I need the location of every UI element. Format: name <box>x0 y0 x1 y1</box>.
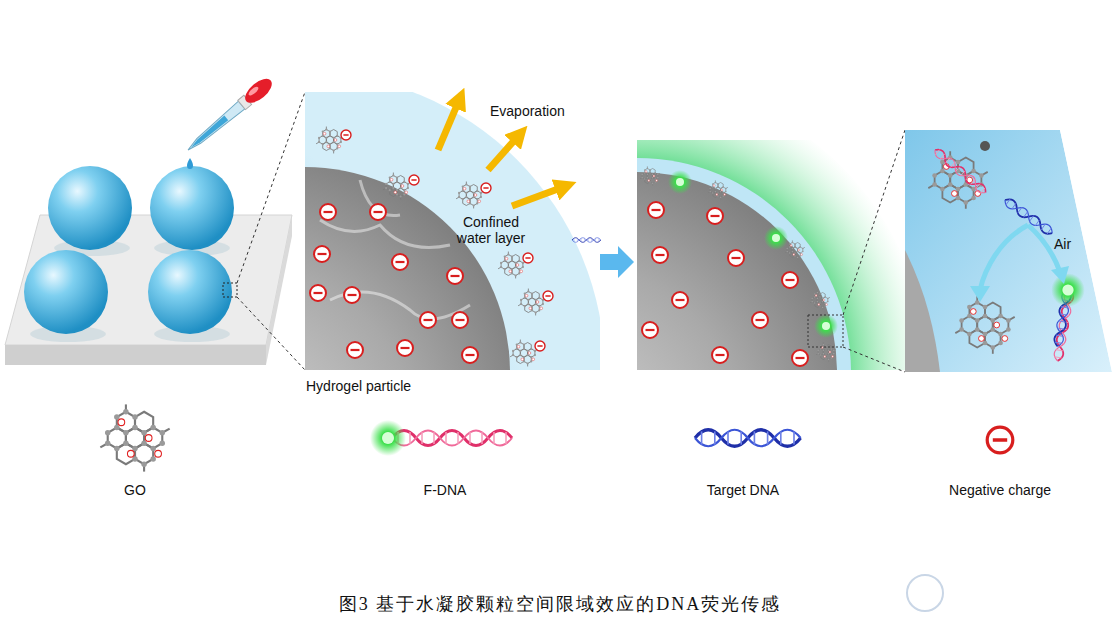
watermark-seal <box>907 575 943 611</box>
quenched-dye <box>980 141 990 151</box>
hydrogel-edge <box>905 250 940 372</box>
zoom-line <box>843 347 905 372</box>
water-layer <box>305 92 600 370</box>
region-label: Air <box>1054 236 1071 252</box>
process-arrow <box>600 246 634 278</box>
droplet <box>148 250 232 334</box>
evaporation-arrow <box>512 186 566 206</box>
process-label: Evaporation <box>490 103 565 119</box>
plate-top <box>5 215 292 345</box>
legend-text: F-DNA <box>424 482 467 498</box>
pipette <box>183 74 276 156</box>
legend-text: Negative charge <box>949 482 1051 498</box>
evaporation-arrow <box>488 134 520 170</box>
droplet <box>150 166 234 250</box>
legend-text: GO <box>124 482 146 498</box>
curved-arrow <box>980 225 1028 290</box>
substrate-with-droplets <box>5 92 305 370</box>
zoom-line <box>237 297 305 370</box>
droplet <box>24 250 108 334</box>
evaporation-arrow <box>438 98 460 150</box>
zoom-box <box>223 283 237 297</box>
zoom-line <box>843 130 905 315</box>
figure-caption: 图3 基于水凝胶颗粒空间限域效应的DNA荧光传感 <box>339 594 782 615</box>
zoom-panel-evaporation <box>305 92 600 370</box>
green-fluorescence <box>637 140 905 370</box>
zoom-panel-fluorescence <box>637 140 905 370</box>
legend-item: Negative charge <box>949 482 1051 498</box>
thin-water-layer <box>637 158 851 370</box>
hydrogel-particle <box>637 172 837 370</box>
droplet <box>48 166 132 250</box>
zoom-line <box>237 92 305 283</box>
zoom-box <box>808 315 843 347</box>
hydrogel-particle <box>305 167 510 370</box>
legend-icons <box>100 404 1012 471</box>
zoom-panel-hybridization <box>905 130 1112 372</box>
legend-item: Target DNA <box>707 482 779 498</box>
droplet-falling <box>187 158 193 169</box>
legend-item: F-DNA <box>424 482 467 498</box>
part-label: Hydrogel particle <box>306 378 411 394</box>
plate-front <box>5 345 266 365</box>
legend-item: GO <box>124 482 146 498</box>
legend-text: Target DNA <box>707 482 779 498</box>
region-label: Confined water layer <box>448 214 534 246</box>
